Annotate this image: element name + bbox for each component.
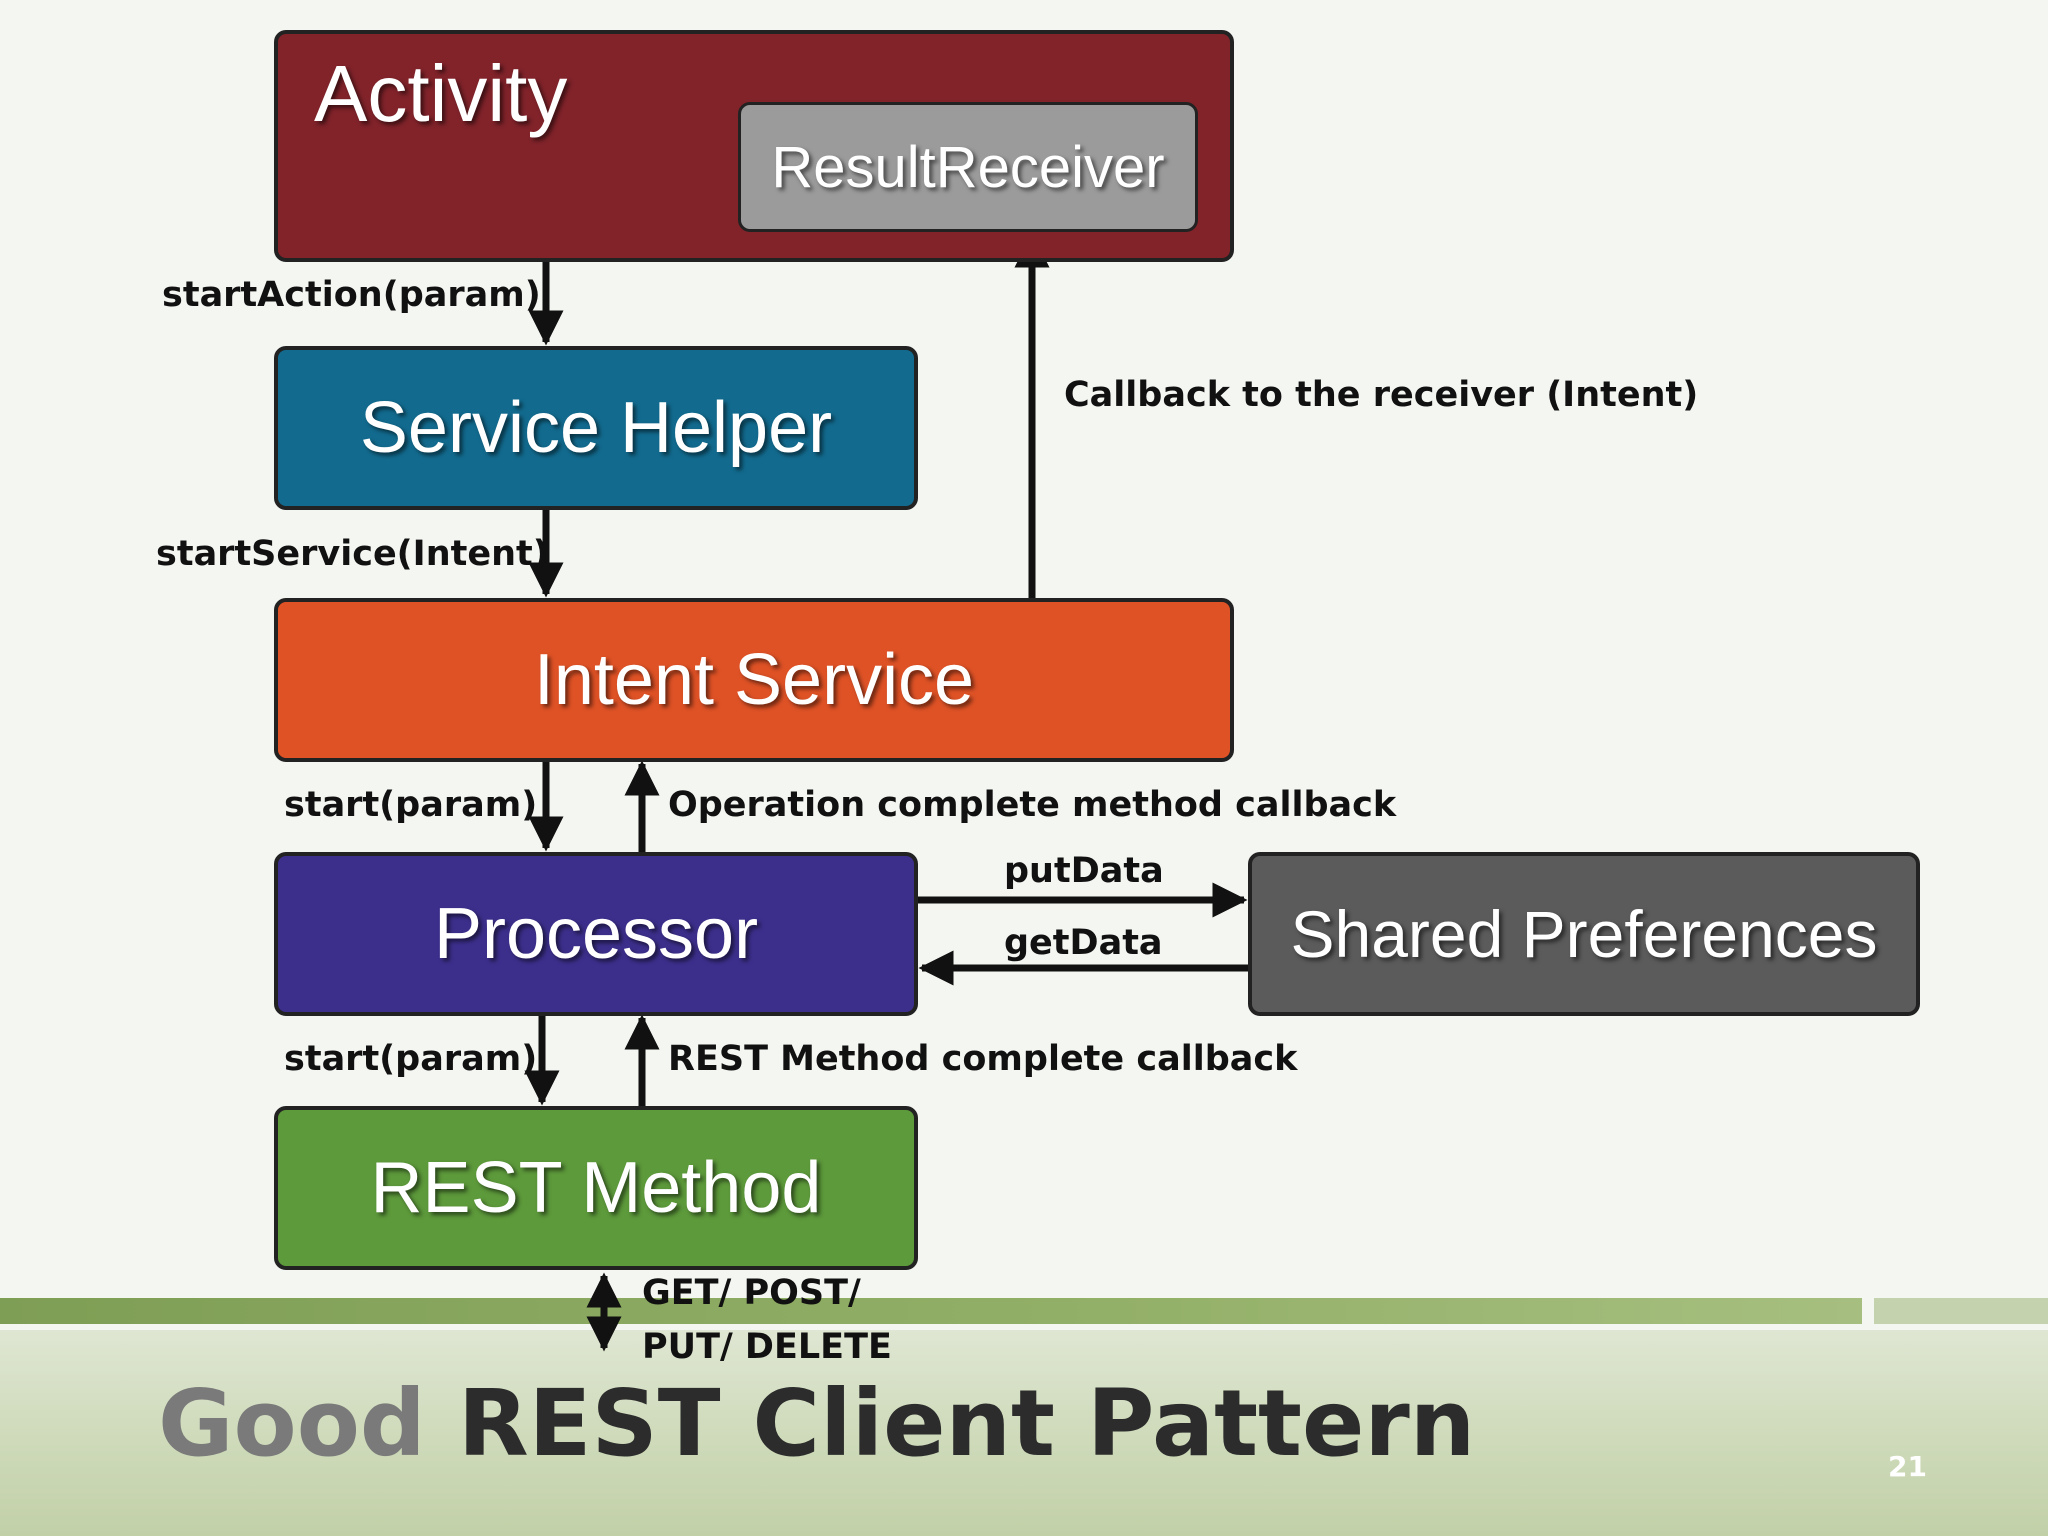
result-receiver-box: ResultReceiver xyxy=(738,102,1198,232)
footer-stripe-light xyxy=(1874,1298,2048,1324)
label-start-service: startService(Intent) xyxy=(156,534,549,574)
intent-service-box: Intent Service xyxy=(274,598,1234,762)
footer-background xyxy=(0,1330,2048,1536)
label-start-param-1: start(param) xyxy=(284,785,538,825)
processor-label: Processor xyxy=(433,894,759,974)
label-rest-complete: REST Method complete callback xyxy=(668,1039,1298,1079)
shared-preferences-box: Shared Preferences xyxy=(1248,852,1920,1016)
activity-label: Activity xyxy=(314,49,568,138)
label-start-action: startAction(param) xyxy=(162,275,541,315)
label-callback-receiver: Callback to the receiver (Intent) xyxy=(1064,375,1699,415)
label-put-data: putData xyxy=(1004,851,1164,891)
rest-method-box: REST Method xyxy=(274,1106,918,1270)
label-operation-complete: Operation complete method callback xyxy=(668,785,1397,825)
label-get-data: getData xyxy=(1004,923,1163,963)
intent-service-label: Intent Service xyxy=(533,640,975,720)
label-start-param-2: start(param) xyxy=(284,1039,538,1079)
service-helper-label: Service Helper xyxy=(359,388,833,468)
slide-title: Good REST Client Pattern xyxy=(158,1378,1475,1470)
slide-title-prefix: Good xyxy=(158,1370,426,1477)
label-http-verbs-2: PUT/ DELETE xyxy=(642,1327,892,1367)
label-http-verbs-1: GET/ POST/ xyxy=(642,1273,861,1313)
slide-title-main: REST Client Pattern xyxy=(457,1370,1476,1477)
result-receiver-label: ResultReceiver xyxy=(771,134,1165,200)
processor-box: Processor xyxy=(274,852,918,1016)
service-helper-box: Service Helper xyxy=(274,346,918,510)
footer-stripe-dark xyxy=(0,1298,1862,1324)
slide-number: 21 xyxy=(1888,1450,1927,1483)
rest-method-label: REST Method xyxy=(370,1148,822,1228)
shared-preferences-label: Shared Preferences xyxy=(1290,897,1878,971)
